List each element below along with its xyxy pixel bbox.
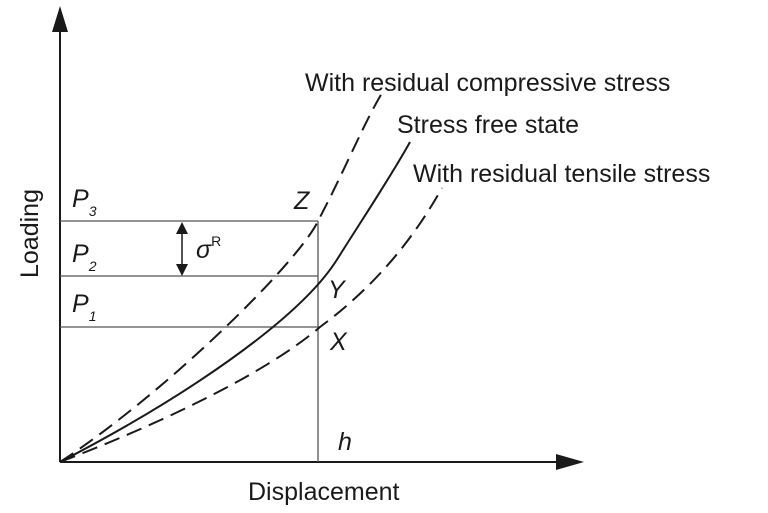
stress-free-curve — [59, 141, 411, 463]
sigma-arrow-up-head — [176, 222, 188, 234]
tensile-curve — [59, 187, 443, 463]
p2-label: P2 — [72, 240, 97, 274]
sigma-arrow-down-head — [176, 264, 188, 276]
p2-letter: P — [72, 240, 89, 268]
y-axis-label: Loading — [16, 189, 44, 278]
sigma-symbol: σ — [196, 236, 212, 264]
point-y-label: Y — [328, 276, 347, 304]
y-axis-arrowhead — [52, 6, 68, 32]
p3-letter: P — [72, 185, 89, 213]
p1-subscript: 1 — [89, 308, 97, 324]
sigma-superscript: R — [211, 233, 221, 249]
p1-label: P1 — [72, 290, 96, 324]
p3-subscript: 3 — [89, 203, 97, 219]
x-axis-label: Displacement — [248, 478, 400, 506]
point-z-label: Z — [293, 187, 310, 215]
p1-letter: P — [72, 290, 89, 318]
sigma-r-label: σR — [196, 233, 221, 264]
p3-label: P3 — [72, 185, 97, 219]
compressive-curve-label: With residual compressive stress — [305, 69, 670, 97]
x-axis-arrowhead — [556, 454, 584, 470]
stress-free-curve-label: Stress free state — [397, 111, 579, 139]
point-x-label: X — [329, 328, 348, 356]
compressive-curve — [59, 87, 386, 463]
tensile-curve-label: With residual tensile stress — [413, 160, 710, 188]
h-label: h — [338, 428, 352, 456]
p2-subscript: 2 — [88, 258, 97, 274]
